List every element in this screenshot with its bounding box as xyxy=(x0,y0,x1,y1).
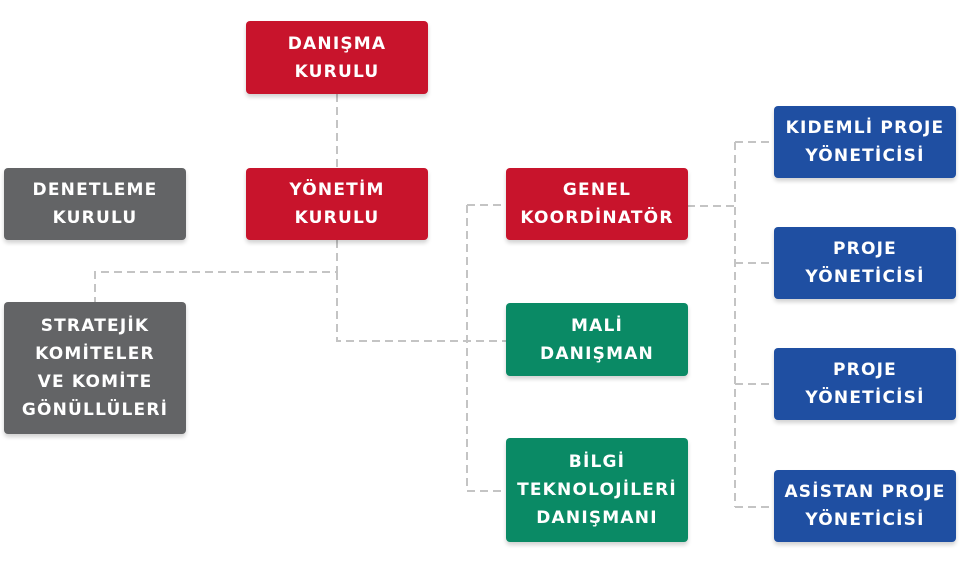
label-line: DANIŞMA xyxy=(287,33,387,54)
connector-yonetim-mali xyxy=(336,272,506,342)
danisma-kurulu-box: DANIŞMA KURULU xyxy=(246,21,428,94)
danisma-kurulu-label: DANIŞMA KURULU xyxy=(288,30,387,86)
label-line: YÖNETİCİSİ xyxy=(805,388,925,408)
label-line: DENETLEME xyxy=(32,180,158,200)
label-line: KURULU xyxy=(52,208,138,228)
yonetim-kurulu-label: YÖNETİM KURULU xyxy=(289,176,384,232)
label-line: YÖNETİCİSİ xyxy=(805,267,925,287)
label-line: TEKNOLOJİLERİ xyxy=(517,480,677,500)
label-line: GENEL xyxy=(562,180,632,200)
connector-yonetim-stratejik xyxy=(94,240,338,302)
asistan-proje-box: ASİSTAN PROJE YÖNETİCİSİ xyxy=(774,470,956,542)
proje-yoneticisi-1-box: PROJE YÖNETİCİSİ xyxy=(774,227,956,299)
denetleme-kurulu-box: DENETLEME KURULU xyxy=(4,168,186,240)
label-line: KURULU xyxy=(294,61,380,82)
kidemli-proje-label: KIDEMLİ PROJE YÖNETİCİSİ xyxy=(786,114,945,170)
label-line: YÖNETİM xyxy=(289,180,385,200)
genel-koordinator-box: GENEL KOORDİNATÖR xyxy=(506,168,688,240)
bilgi-teknolojileri-label: BİLGİ TEKNOLOJİLERİ DANIŞMANI xyxy=(517,448,677,532)
stratejik-komiteler-label: STRATEJİK KOMİTELER VE KOMİTE GÖNÜLLÜLERİ xyxy=(22,312,168,424)
label-line: YÖNETİCİSİ xyxy=(805,510,925,530)
label-line: KOORDİNATÖR xyxy=(520,208,674,228)
stratejik-komiteler-box: STRATEJİK KOMİTELER VE KOMİTE GÖNÜLLÜLERİ xyxy=(4,302,186,434)
label-line: KURULU xyxy=(294,208,380,228)
proje-yoneticisi-2-box: PROJE YÖNETİCİSİ xyxy=(774,348,956,420)
mali-danisman-label: MALİ DANIŞMAN xyxy=(540,312,654,368)
label-line: YÖNETİCİSİ xyxy=(805,146,925,166)
bilgi-teknolojileri-box: BİLGİ TEKNOLOJİLERİ DANIŞMANI xyxy=(506,438,688,542)
denetleme-kurulu-label: DENETLEME KURULU xyxy=(33,176,158,232)
asistan-proje-label: ASİSTAN PROJE YÖNETİCİSİ xyxy=(784,478,945,534)
genel-koordinator-label: GENEL KOORDİNATÖR xyxy=(520,176,673,232)
yonetim-kurulu-box: YÖNETİM KURULU xyxy=(246,168,428,240)
mali-danisman-box: MALİ DANIŞMAN xyxy=(506,303,688,376)
label-line: GÖNÜLLÜLERİ xyxy=(21,400,169,420)
label-line: STRATEJİK xyxy=(40,316,150,336)
label-line: BİLGİ xyxy=(568,452,626,472)
label-line: PROJE xyxy=(833,360,897,380)
proje-yoneticisi-1-label: PROJE YÖNETİCİSİ xyxy=(805,235,924,291)
label-line: KOMİTELER xyxy=(35,344,155,364)
proje-yoneticisi-2-label: PROJE YÖNETİCİSİ xyxy=(805,356,924,412)
label-line: MALİ xyxy=(570,315,624,336)
label-line: KIDEMLİ PROJE xyxy=(785,118,945,138)
label-line: VE KOMİTE xyxy=(37,372,153,392)
label-line: DANIŞMANI xyxy=(536,508,658,528)
label-line: PROJE xyxy=(833,239,897,259)
label-line: ASİSTAN PROJE xyxy=(784,482,946,502)
kidemli-proje-box: KIDEMLİ PROJE YÖNETİCİSİ xyxy=(774,106,956,178)
label-line: DANIŞMAN xyxy=(540,343,654,364)
